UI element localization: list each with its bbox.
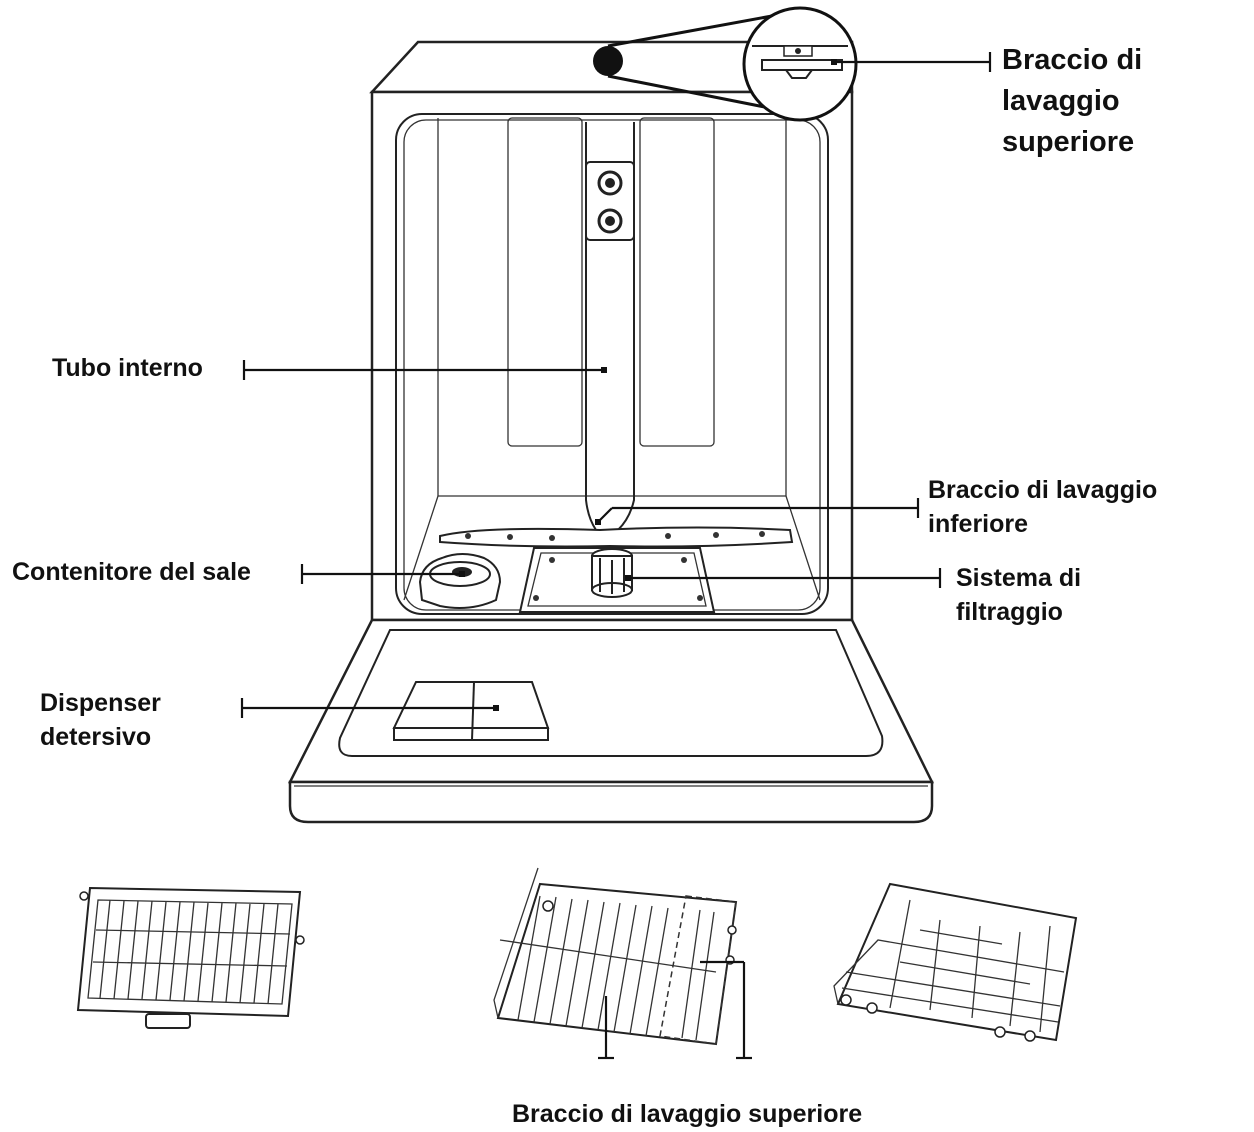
cutlery-tray-illustration [78,888,304,1028]
label-upper-spray-arm: Braccio di lavaggio superiore [1002,40,1142,164]
lower-spray-arm-illustration [440,528,792,547]
label-inner-tube: Tubo interno [52,352,203,386]
label-lower-spray-arm-line-1: Braccio di lavaggio [928,474,1157,508]
dishwasher-door [290,620,932,822]
label-salt-container: Contenitore del sale [12,556,251,590]
label-lower-spray-arm-line-2: inferiore [928,508,1157,542]
label-lower-spray-arm: Braccio di lavaggio inferiore [928,474,1157,541]
salt-container-illustration [420,554,500,608]
label-filter-system-line-2: filtraggio [956,596,1081,630]
label-detergent-dispenser-line-2: detersivo [40,721,161,755]
upper-basket-illustration [494,868,752,1058]
label-detergent-dispenser-line-1: Dispenser [40,687,161,721]
label-upper-spray-arm-line-2: lavaggio [1002,81,1142,122]
lower-basket-illustration [834,884,1076,1041]
label-filter-system: Sistema di filtraggio [956,562,1081,629]
label-upper-spray-arm-bottom: Braccio di lavaggio superiore [512,1098,862,1132]
detergent-dispenser-illustration [394,682,548,740]
label-filter-system-line-1: Sistema di [956,562,1081,596]
filter-system-illustration [520,548,714,612]
label-upper-spray-arm-line-3: superiore [1002,122,1142,163]
label-upper-spray-arm-line-1: Braccio di [1002,40,1142,81]
label-detergent-dispenser: Dispenser detersivo [40,687,161,754]
